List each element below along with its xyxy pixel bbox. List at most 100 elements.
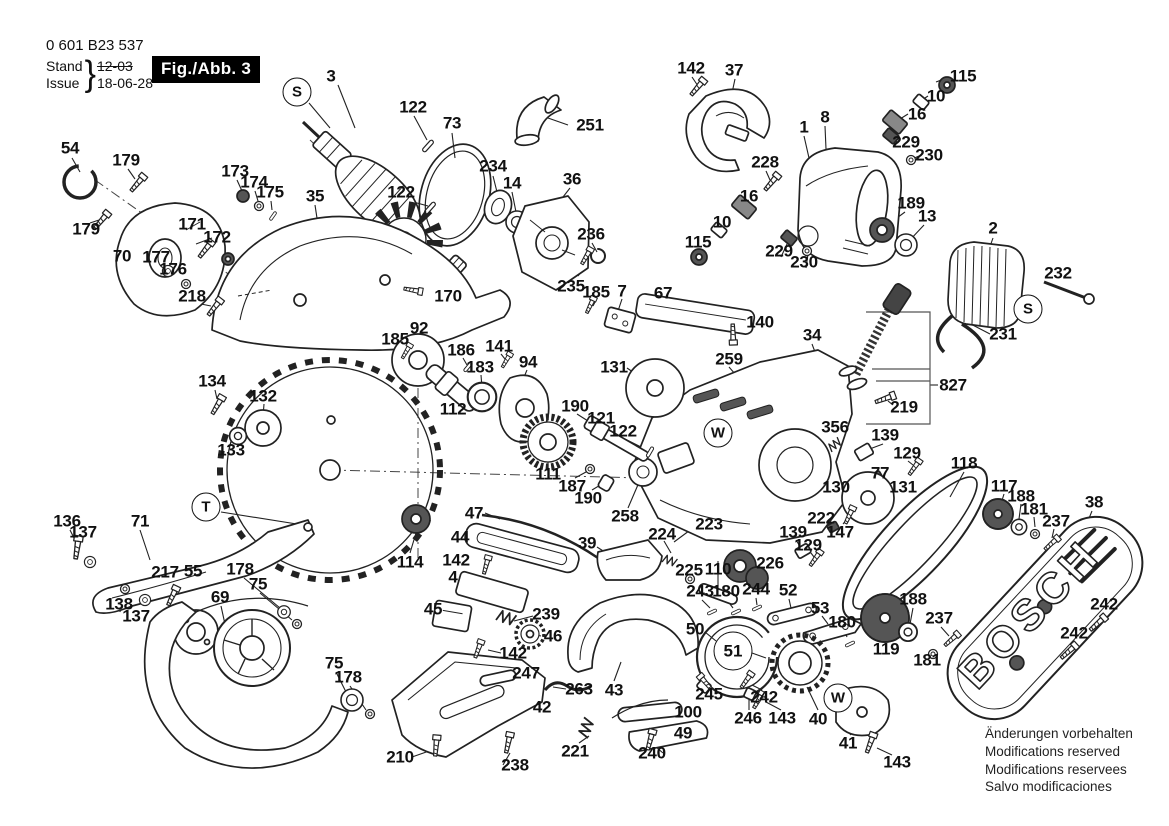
motor-housing	[797, 147, 902, 267]
belt-cover: BOSCH	[946, 515, 1144, 721]
bearing-cover	[62, 164, 226, 317]
part-label-3: 3	[326, 66, 336, 86]
note-de: Änderungen vorbehalten	[985, 726, 1133, 741]
part-label-235: 235	[557, 276, 585, 296]
part-label-225: 225	[675, 560, 703, 580]
part-label-229: 229	[765, 241, 793, 261]
part-label-243: 243	[686, 581, 714, 601]
part-label-246: 246	[734, 708, 762, 728]
note-es: Salvo modificaciones	[985, 779, 1112, 795]
part-label-231: 231	[989, 324, 1017, 344]
part-label-46: 46	[543, 626, 563, 646]
part-label-112: 112	[439, 399, 467, 419]
part-label-37: 37	[724, 60, 744, 80]
note-en: Modifications reserved	[985, 743, 1121, 759]
part-label-242: 242	[1090, 594, 1118, 614]
part-label-139: 139	[871, 425, 899, 445]
part-label-236: 236	[577, 224, 605, 244]
spindle-assembly	[391, 333, 577, 471]
part-label-45: 45	[423, 599, 443, 619]
part-label-44: 44	[450, 527, 470, 547]
part-label-129: 129	[794, 535, 822, 555]
field-coil	[935, 241, 1095, 370]
callout-T: T	[191, 492, 221, 522]
part-label-175: 175	[256, 182, 284, 202]
part-label-174: 174	[240, 172, 268, 192]
document-number: 0 601 B23 537	[46, 37, 144, 54]
part-label-132: 132	[249, 386, 277, 406]
drive-belt	[841, 465, 989, 621]
part-label-71: 71	[130, 511, 150, 531]
depth-stop-rod	[838, 283, 912, 391]
part-label-139: 139	[779, 522, 807, 542]
part-label-181: 181	[913, 650, 941, 670]
part-label-224: 224	[648, 524, 676, 544]
part-label-147: 147	[826, 522, 854, 542]
part-label-226: 226	[756, 553, 784, 573]
part-label-245: 245	[695, 684, 723, 704]
part-label-183: 183	[466, 357, 494, 377]
part-label-185: 185	[381, 329, 409, 349]
part-label-94: 94	[518, 352, 538, 372]
part-label-190: 190	[574, 488, 602, 508]
damper-disc	[625, 358, 685, 418]
part-label-137: 137	[69, 522, 97, 542]
part-label-47: 47	[464, 503, 484, 523]
part-label-118: 118	[950, 453, 978, 473]
part-label-8: 8	[820, 107, 830, 127]
handle	[567, 593, 699, 673]
part-label-10: 10	[712, 212, 732, 232]
part-label-4: 4	[448, 567, 458, 587]
part-label-35: 35	[305, 186, 325, 206]
part-label-114: 114	[396, 552, 424, 572]
part-label-238: 238	[501, 755, 529, 775]
part-label-122: 122	[399, 97, 427, 117]
part-label-827: 827	[939, 375, 967, 395]
part-label-52: 52	[778, 580, 798, 600]
part-label-234: 234	[479, 156, 507, 176]
gear-housing	[628, 349, 853, 544]
part-label-131: 131	[600, 357, 628, 377]
part-label-173: 173	[221, 161, 249, 181]
part-label-232: 232	[1044, 263, 1072, 283]
part-label-142: 142	[442, 550, 470, 570]
callout-S: S	[1013, 294, 1043, 324]
part-label-38: 38	[1084, 492, 1104, 512]
clamp-ring	[695, 615, 779, 701]
part-label-36: 36	[562, 169, 582, 189]
part-label-41: 41	[838, 733, 858, 753]
lower-guard	[143, 597, 349, 769]
part-label-237: 237	[1042, 511, 1070, 531]
switch-assembly	[431, 513, 599, 692]
part-label-122: 122	[609, 421, 637, 441]
part-label-111: 111	[535, 464, 561, 484]
part-label-190: 190	[561, 396, 589, 416]
gasket	[483, 189, 513, 225]
part-label-1: 1	[799, 117, 809, 137]
old-date: 12-03	[96, 58, 133, 75]
part-label-49: 49	[673, 723, 693, 743]
part-label-42: 42	[532, 697, 552, 717]
part-label-263: 263	[565, 679, 593, 699]
callout-51: 51	[713, 631, 753, 671]
part-label-180: 180	[828, 612, 856, 632]
part-label-186: 186	[447, 340, 475, 360]
part-label-178: 178	[226, 559, 254, 579]
part-label-244: 244	[742, 579, 770, 599]
part-label-134: 134	[198, 371, 226, 391]
part-label-259: 259	[715, 349, 743, 369]
part-label-187: 187	[558, 476, 586, 496]
part-label-54: 54	[60, 138, 80, 158]
part-label-181: 181	[1020, 499, 1048, 519]
part-label-140: 140	[746, 312, 774, 332]
part-label-40: 40	[808, 709, 828, 729]
part-label-2: 2	[988, 218, 998, 238]
part-label-258: 258	[611, 506, 639, 526]
part-label-73: 73	[442, 113, 462, 133]
part-label-179: 179	[112, 150, 140, 170]
saw-blade	[217, 357, 443, 583]
blade-flange	[208, 392, 282, 447]
part-label-115: 115	[949, 66, 977, 86]
